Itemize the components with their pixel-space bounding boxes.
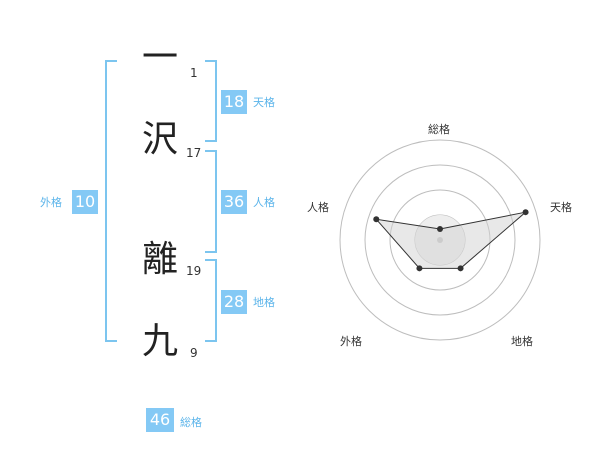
radar-ring	[339, 139, 541, 341]
radar-point-3	[416, 265, 423, 272]
chi-value: 28	[221, 290, 247, 314]
gai-label: 外格	[40, 196, 62, 209]
name-char-1: 一	[141, 37, 178, 78]
name-char-2: 沢	[141, 119, 178, 160]
stroke-count-3: 19	[186, 264, 202, 278]
radar-center	[437, 237, 443, 243]
radar-point-2	[457, 265, 464, 272]
name-char-4: 九	[141, 321, 178, 362]
radar-label-ten: 天格	[550, 201, 572, 214]
gai-value: 10	[72, 190, 98, 214]
outer-bracket	[105, 60, 117, 342]
radar-label-chi: 地格	[511, 335, 533, 348]
name-char-3: 離	[141, 239, 178, 280]
radar-polygon	[374, 211, 528, 269]
radar-label-sou: 総格	[428, 123, 450, 136]
ten-bracket	[205, 60, 217, 142]
radar-point-0	[437, 226, 443, 232]
stroke-count-1: 1	[190, 66, 198, 80]
sou-label: 総格	[180, 416, 202, 429]
chi-label: 地格	[253, 296, 275, 309]
radar-chart	[339, 139, 541, 341]
radar-label-gai: 外格	[340, 335, 362, 348]
radar-ring	[364, 164, 516, 316]
ten-value: 18	[221, 90, 247, 114]
jin-label: 人格	[253, 196, 275, 209]
sou-value: 46	[146, 408, 174, 432]
jin-bracket	[205, 150, 217, 253]
radar-point-4	[373, 216, 380, 223]
stroke-count-2: 17	[186, 146, 202, 160]
chi-bracket	[205, 259, 217, 342]
jin-value: 36	[221, 190, 247, 214]
radar-label-jin: 人格	[307, 201, 329, 214]
radar-point-1	[522, 209, 529, 216]
stroke-count-4: 9	[190, 346, 198, 360]
ten-label: 天格	[253, 96, 275, 109]
